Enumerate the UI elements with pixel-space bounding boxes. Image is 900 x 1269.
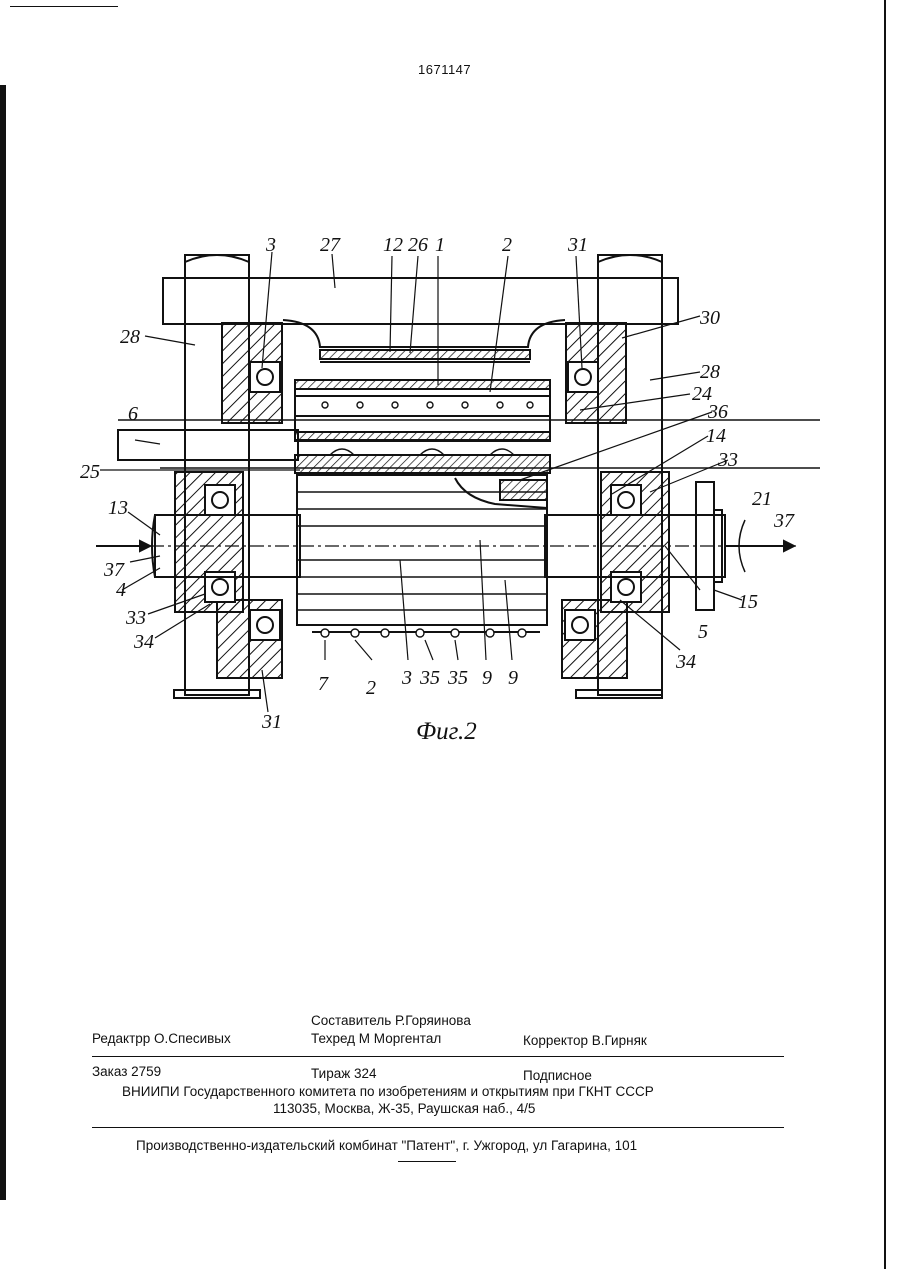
figure-caption: Фиг.2 — [416, 718, 477, 746]
address: 113035, Москва, Ж-35, Раушская наб., 4/5 — [273, 1101, 535, 1116]
label-34-right: 34 — [675, 651, 696, 673]
label-25: 25 — [80, 461, 100, 483]
label-33-left: 33 — [125, 607, 146, 629]
label-28-right: 28 — [700, 361, 720, 383]
label-7: 7 — [318, 673, 329, 695]
crossbar — [163, 278, 678, 324]
circulation: Тираж 324 — [311, 1066, 377, 1081]
label-5: 5 — [698, 621, 708, 643]
label-36: 36 — [707, 401, 728, 423]
bath-liner — [320, 350, 530, 359]
label-35-a: 35 — [419, 667, 440, 689]
label-33-right: 33 — [717, 449, 738, 471]
label-9-b: 9 — [508, 667, 518, 689]
label-6: 6 — [128, 403, 138, 425]
label-3-bottom: 3 — [401, 667, 412, 689]
compiler: Составитель Р.Горяинова — [311, 1013, 471, 1028]
label-14: 14 — [706, 425, 726, 447]
label-37-left: 37 — [103, 559, 125, 581]
label-13: 13 — [108, 497, 128, 519]
label-35-b: 35 — [447, 667, 468, 689]
input-shaft — [118, 430, 298, 460]
imprint-rule-bottom — [92, 1127, 784, 1128]
publisher: Производственно-издательский комбинат "П… — [136, 1138, 637, 1153]
label-21: 21 — [752, 488, 772, 510]
label-4: 4 — [116, 579, 126, 601]
label-9-a: 9 — [482, 667, 492, 689]
label-12: 12 — [383, 234, 403, 256]
label-34-left: 34 — [133, 631, 154, 653]
label-28-left: 28 — [120, 326, 140, 348]
label-3-top: 3 — [265, 234, 276, 256]
label-1: 1 — [435, 234, 445, 256]
org: ВНИИПИ Государственного комитета по изоб… — [122, 1084, 654, 1099]
imprint-rule-top — [92, 1056, 784, 1057]
label-15: 15 — [738, 591, 758, 613]
corrector: Корректор В.Гирняк — [523, 1033, 647, 1048]
label-37-right: 37 — [773, 510, 795, 532]
publisher-underline — [398, 1161, 456, 1162]
label-2-top: 2 — [502, 234, 512, 256]
subscription: Подписное — [523, 1068, 592, 1083]
label-26: 26 — [408, 234, 428, 256]
label-30: 30 — [699, 307, 720, 329]
technical-drawing: 3 27 12 26 1 2 31 28 30 28 2 4 6 36 14 25… — [0, 0, 900, 760]
techred: Техред М Моргентал — [311, 1031, 441, 1046]
label-27: 27 — [320, 234, 341, 256]
order: Заказ 2759 — [92, 1064, 161, 1079]
editor: Редактрр О.Спесивых — [92, 1031, 231, 1046]
label-31-top: 31 — [567, 234, 588, 256]
label-31-bottom: 31 — [261, 711, 282, 733]
label-2-bottom: 2 — [366, 677, 376, 699]
